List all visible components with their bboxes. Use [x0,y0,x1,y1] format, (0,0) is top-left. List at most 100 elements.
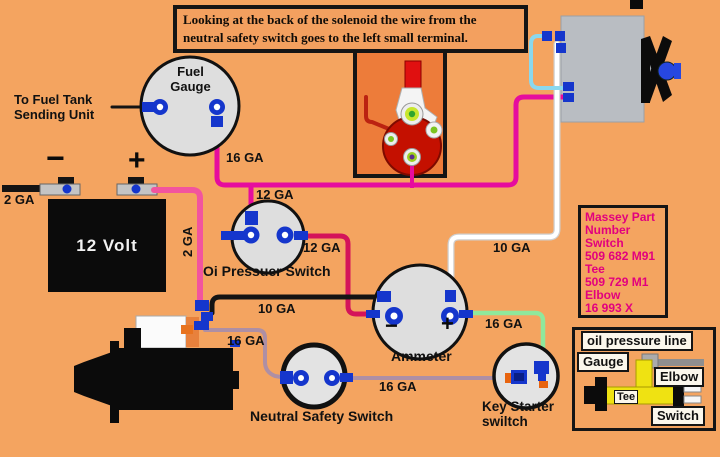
banner-note: Looking at the back of the solenoid the … [173,5,528,53]
magenta-wire-fuelgauge-generator [214,94,569,188]
starter-motor [74,315,239,423]
wire-label-16ga-nss: 16 GA [227,333,265,348]
gauge-flange [584,386,597,404]
starter-stud [110,341,119,423]
key-starter-switch-label: Key Starter swiltch [482,399,555,429]
oil-pressure-line-legend [572,327,716,431]
terminal-hole [156,103,164,111]
terminal-hole [281,231,289,239]
inline-connector [230,340,240,347]
pulley-hub [657,61,677,81]
terminal-hole [247,231,255,239]
battery-voltage-label: 12 Volt [76,235,138,255]
generator [560,0,681,123]
generator-terminal [542,31,552,41]
wire-label-10ga-black: 10 GA [258,301,296,316]
clamp-bolt [131,184,141,194]
starter-orange-lug [181,325,193,334]
fuel-gauge-label: Fuel Gauge [170,64,211,94]
terminal-hole [298,375,304,381]
starter-column [124,328,141,350]
switch-flange [673,380,684,409]
fan-center-bar [641,39,650,103]
generator-terminal [555,31,565,41]
nss-left-lug [280,371,293,384]
sending-unit-label: To Fuel Tank Sending Unit [14,92,95,122]
wire-label-16ga-key: 16 GA [379,379,417,394]
wire-label-2ga-starter: 2 GA [180,226,195,257]
fan-blade-tip [630,0,643,9]
solenoid-lever [404,60,422,89]
generator-lower-terminal [563,82,574,91]
pulley-shaft-end [674,63,681,79]
wire-label-10ga-white: 10 GA [493,240,531,255]
terminal-core [409,154,415,160]
ammeter-plus-symbol: + [441,311,454,336]
battery-body [48,199,166,292]
starter-nose [74,352,112,406]
battery-plus-symbol: + [128,144,146,177]
legend-title: oil pressure line [581,331,693,351]
switch-stub [683,395,702,404]
solenoid-pigtail-wire [364,95,391,131]
battery-ground-strap [2,185,44,192]
terminal-core [430,126,438,134]
terminals [142,31,574,388]
ammeter-label: Ammeter [391,348,452,364]
ammeter-minus-symbol: − [385,313,398,338]
ops-top-lug [245,211,258,225]
wire-label-12ga-top: 12 GA [256,187,294,202]
legend-gauge-label: Gauge [577,352,630,372]
lightblue-jumper-wire [529,34,564,90]
key-top-plug-tip [539,381,548,388]
generator-terminal [556,43,566,53]
wire-label-16ga-fuel: 16 GA [226,150,264,165]
battery-clamp [39,183,81,196]
fan-blade-icon [641,36,672,102]
white-wire-outline [447,40,561,297]
black-wire-starter-ammeter [209,294,383,316]
terminal-hole [446,312,454,320]
crimson-wire-ops-ammeter [301,233,375,317]
gauge-flange [595,377,607,411]
starter-small-post [194,321,209,330]
purple-wire-starter-nss [203,328,289,380]
terminal-hole [390,312,398,320]
oil-line-pipe [651,359,704,366]
battery-post [58,177,74,184]
ammeter-white-lug [445,290,456,302]
solenoid [382,60,443,188]
starter-post [201,312,213,321]
terminal-core [408,110,416,118]
battery-post [128,177,144,184]
legend-elbow-label: Elbow [654,367,705,387]
wire-label-2ga-ground: 2 GA [4,192,35,207]
fuel-gauge-left-lug [142,102,156,112]
starter-main-post [195,300,209,311]
key-left-plug-tip [505,373,512,383]
terminal-hole [329,375,335,381]
ops-right-lug [294,231,308,240]
clamp-bolt [62,184,72,194]
fuel-gauge-body [139,55,241,157]
generator-lower-terminal [563,93,574,102]
starter-tab [232,371,239,389]
terminal-core [388,136,394,142]
key-top-terminal [534,361,549,374]
ammeter-right-lug [459,310,473,318]
ops-left-lug [221,231,247,240]
massey-part-number-box: Massey Part Number Switch 509 682 M91 Te… [578,205,668,318]
starter-body [112,348,233,410]
nss-right-lug [340,373,353,382]
pink-wire-battery-starter [151,187,203,307]
ammeter-left-lug [366,310,380,318]
terminal-hole [213,103,221,111]
legend-tee-label: Tee [614,390,639,404]
generator-body [560,15,645,123]
legend-switch-label: Switch [651,406,705,426]
wire-label-16ga-green: 16 GA [485,316,523,331]
starter-solenoid-housing [135,315,187,349]
terminal-stem [538,374,546,381]
